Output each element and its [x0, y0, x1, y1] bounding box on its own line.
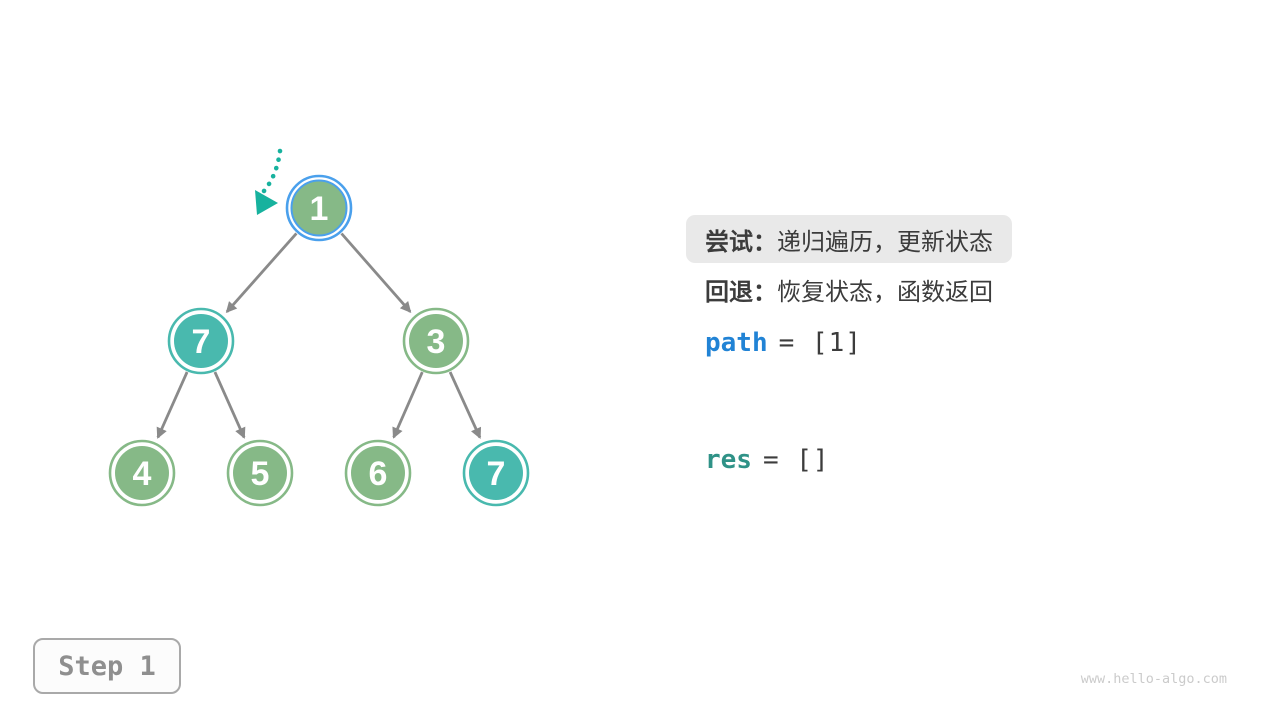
tree-node-n7a: 7 [167, 307, 235, 375]
tree-node-n6: 6 [344, 439, 412, 507]
res-state-line: res = [] [705, 446, 830, 475]
try-label: 尝试： [705, 228, 777, 256]
back-text: 恢复状态，函数返回 [777, 279, 993, 306]
node-outer-ring [462, 439, 530, 507]
tree-edge [340, 232, 412, 313]
node-value: 4 [133, 455, 152, 493]
node-circle [351, 446, 405, 500]
tree-edge [156, 371, 189, 439]
node-circle [115, 446, 169, 500]
tree-node-n4: 4 [108, 439, 176, 507]
tree-node-n1: 1 [285, 174, 353, 242]
node-value: 7 [487, 455, 506, 493]
path-value: = [1] [778, 328, 862, 358]
node-outer-ring [285, 174, 353, 242]
tree-edge [392, 371, 424, 439]
try-callout: 尝试：递归遍历，更新状态 [686, 215, 1012, 263]
back-label: 回退： [705, 279, 777, 306]
node-value: 6 [369, 455, 388, 493]
node-circle [409, 314, 463, 368]
node-value: 3 [427, 323, 446, 361]
tree-node-n3: 3 [402, 307, 470, 375]
path-state-line: path = [1] [705, 329, 862, 358]
node-outer-ring [402, 307, 470, 375]
node-outer-ring [108, 439, 176, 507]
tree-edge [448, 371, 482, 440]
node-value: 5 [251, 455, 270, 493]
node-outer-ring [167, 307, 235, 375]
node-outer-ring [226, 439, 294, 507]
step-badge-label: Step 1 [58, 650, 156, 682]
node-circle [469, 446, 523, 500]
watermark: www.hello-algo.com [1080, 671, 1227, 687]
node-value: 7 [192, 323, 211, 361]
path-variable: path [705, 328, 768, 358]
node-outer-ring [344, 439, 412, 507]
node-circle [233, 446, 287, 500]
tree-node-n7b: 7 [462, 439, 530, 507]
pointer-arrow-head [255, 190, 278, 215]
back-line: 回退：恢复状态，函数返回 [705, 279, 993, 307]
node-value: 1 [310, 190, 329, 228]
tree-edge [213, 371, 246, 439]
tree-edge [225, 232, 298, 314]
res-value: = [] [762, 445, 830, 475]
node-circle [290, 179, 348, 237]
pointer-arrow-dots [261, 148, 283, 194]
step-badge: Step 1 [33, 638, 181, 694]
try-text: 递归遍历，更新状态 [777, 228, 993, 256]
tree-node-n5: 5 [226, 439, 294, 507]
node-circle [174, 314, 228, 368]
res-variable: res [705, 445, 752, 475]
